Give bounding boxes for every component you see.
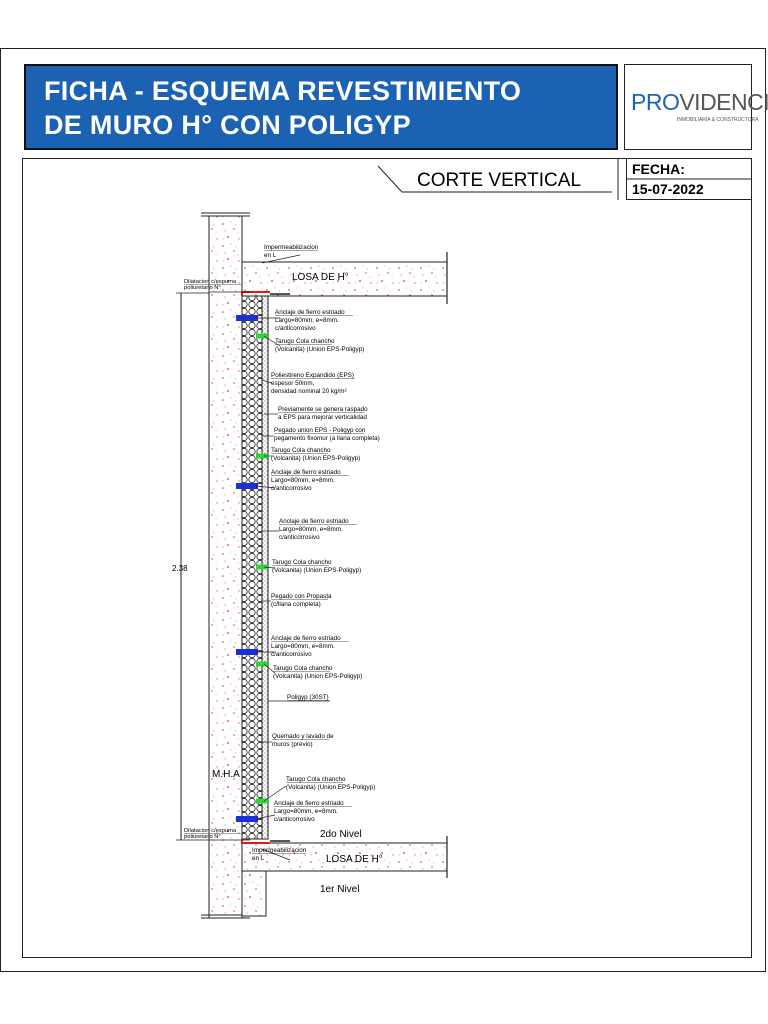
- date-label: FECHA:: [632, 161, 685, 177]
- leader-line-17: [263, 785, 287, 802]
- leader-line-9: [255, 485, 276, 489]
- title-line-2: DE MURO H° CON POLIGYP: [44, 110, 411, 140]
- date-value: 15-07-2022: [632, 181, 704, 197]
- concrete-wall: [208, 215, 243, 919]
- annotation-8: Tarugo Cola chancho(Volcanita) (Union EP…: [271, 447, 360, 462]
- title-line-1: FICHA - ESQUEMA REVESTIMIENTO: [44, 76, 522, 106]
- dowel-5: [256, 798, 268, 804]
- leader-line-5: [261, 379, 273, 384]
- section-title: CORTE VERTICAL: [417, 170, 582, 191]
- anchor-bar-3: [236, 649, 258, 655]
- leader-line-1: [261, 254, 301, 264]
- slab-top-label: LOSA DE H°: [292, 272, 349, 283]
- upper-slab: [241, 261, 448, 297]
- dowel-4: [256, 661, 268, 667]
- anchor-bar-1: [236, 315, 258, 321]
- leader-lines: [184, 250, 365, 861]
- title-banner: FICHA - ESQUEMA REVESTIMIENTO DE MURO H°…: [24, 64, 618, 150]
- company-logo: PROVIDENCIA INMOBILIARIA & CONSTRUCTORA: [624, 64, 768, 150]
- logo-rest: VIDENCIA: [679, 89, 768, 115]
- annotation-17: Tarugo Cola chancho(Volcanita) (Union EP…: [286, 776, 375, 791]
- anchor-bar-2: [236, 483, 258, 489]
- annotation-5: Poliestireno Expandido (EPS)espesor 50mm…: [271, 372, 354, 395]
- sheet-frame: [0, 48, 766, 972]
- annotation-12: Pegado con Propasta(c/llana completa): [271, 593, 332, 608]
- annotation-15: Poligyp (30ST): [287, 694, 329, 701]
- dowel-2: [256, 453, 268, 459]
- slab-bottom-label: LOSA DE H°: [326, 854, 383, 865]
- dowel-1: [256, 333, 268, 339]
- leader-line-18: [255, 814, 276, 820]
- leader-line-11: [263, 566, 276, 569]
- leader-line-20: [261, 848, 291, 861]
- level-lower-label: 1er Nivel: [320, 884, 359, 895]
- drawing-frame: [22, 158, 752, 958]
- logo-subtitle: INMOBILIARIA & CONSTRUCTORA: [677, 117, 759, 123]
- annotation-14: Tarugo Cola chancho(Volcanita) (Union EP…: [273, 665, 362, 680]
- logo-wordmark: PROVIDENCIA: [631, 89, 768, 116]
- level-upper-label: 2do Nivel: [320, 829, 362, 840]
- anchors-group: [236, 315, 258, 822]
- logo-pro: PRO: [631, 89, 680, 115]
- annotation-4: Tarugo Cola chancho(Volcanita) (Union EP…: [275, 338, 364, 353]
- annotation-11: Tarugo Cola chancho(Volcanita) (Union EP…: [272, 559, 361, 574]
- wall-label: M.H.A: [212, 769, 240, 780]
- dowels-group: [256, 333, 268, 804]
- dowel-3: [256, 564, 268, 570]
- anchor-bar-4: [236, 816, 258, 822]
- height-dimension-label: 2.38: [172, 564, 188, 573]
- waterproofing-bottom: [241, 839, 270, 844]
